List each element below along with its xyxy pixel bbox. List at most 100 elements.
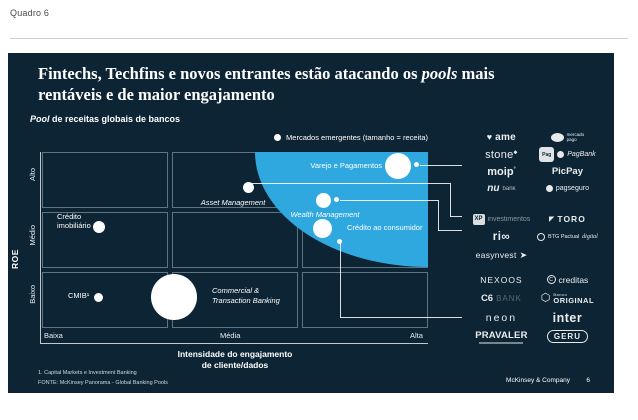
logo-creditas-text: creditas — [558, 274, 589, 285]
connector-asset — [251, 183, 450, 184]
logo-easynvest-text: easynvest — [475, 250, 517, 260]
logo-inter-text: inter — [552, 310, 583, 325]
x-tick-media: Média — [220, 331, 241, 340]
subtitle-rest: de receitas globais de bancos — [49, 114, 181, 124]
logo-nexoos-text: NEXOOS — [480, 274, 523, 285]
connector-consumidor — [340, 317, 462, 318]
logo-xp-text: investimentos — [487, 215, 531, 223]
bubble-commercial-transaction — [151, 274, 197, 320]
label-varejo-pagamentos: Varejo e Pagamentos — [310, 161, 382, 170]
x-tick-alta: Alta — [410, 331, 423, 340]
logo-pravaler-text: PRAVALER — [475, 329, 528, 341]
label-credito-consumidor: Crédito ao consumidor — [347, 223, 423, 232]
handshake-icon — [550, 133, 564, 142]
logo-inter: inter — [533, 308, 602, 327]
x-tick-baixa: Baixa — [44, 331, 63, 340]
connector-wealth — [340, 200, 438, 201]
x-axis-title: Intensidade do engajamento de cliente/da… — [42, 349, 428, 372]
source-line: FONTE: McKinsey Panorama - Global Bankin… — [38, 380, 168, 386]
logo-geru: GERU — [533, 327, 602, 346]
logo-row: neon inter — [470, 308, 602, 327]
figure-kicker: Quadro 6 — [10, 8, 50, 18]
logo-stone-text: stone◆ — [485, 148, 518, 161]
y-axis-title: ROE — [10, 249, 20, 269]
chart-subtitle: Pool de receitas globais de bancos — [30, 114, 180, 124]
logo-btg-text: BTG Pactual — [547, 234, 580, 240]
label-commercial-line2: Transaction Banking — [212, 296, 280, 305]
logo-toro-text: TORO — [557, 214, 586, 224]
pagseguro-circle-icon — [545, 185, 553, 192]
y-tick-baixo: Baixo — [28, 285, 37, 304]
x-axis-title-line1: Intensidade do engajamento — [177, 349, 293, 359]
logo-ame: ♥ame — [470, 129, 533, 146]
logo-geru-text: GERU — [546, 330, 588, 343]
connector-dot-varejo — [414, 162, 419, 167]
label-asset-management: Asset Management — [200, 198, 266, 207]
connector-dot-consumidor — [337, 239, 342, 244]
logo-rico: ri∞ — [470, 228, 533, 246]
y-tick-alto: Alto — [28, 168, 37, 181]
logo-c6-text: C6 — [480, 293, 494, 304]
chart-legend: Mercados emergentes (tamanho = receita) — [180, 133, 428, 142]
title-italic: pools — [421, 64, 458, 83]
pagbank-circle-icon — [557, 151, 565, 158]
bubble-cmib — [94, 293, 103, 302]
logo-row: moip° PicPay — [470, 163, 602, 180]
divider-line — [10, 38, 628, 39]
y-tick-medio: Médio — [28, 225, 37, 246]
legend-label: Mercados emergentes (tamanho = receita) — [286, 133, 428, 142]
logo-easynvest: easynvest➤ — [470, 246, 533, 264]
logo-c6-bank-text: BANK — [496, 294, 522, 303]
footnote: 1. Capital Markets e Investment Banking — [38, 370, 137, 376]
grid-cell — [42, 152, 168, 208]
grid-cell — [42, 212, 168, 268]
creditas-circle-icon: C — [546, 275, 556, 284]
label-credito-imobiliario: Crédito imobiliário — [57, 212, 91, 230]
logo-row: PRAVALER GERU — [470, 327, 602, 346]
logo-pagseguro-text: pagseguro — [555, 185, 589, 192]
bubble-asset-management — [243, 182, 254, 193]
logo-moip-text: moip° — [487, 165, 516, 178]
logo-moip: moip° — [470, 163, 533, 180]
logo-pravaler: PRAVALER — [470, 327, 533, 346]
btg-circle-icon — [536, 233, 545, 241]
logo-neon-text: neon — [485, 311, 518, 324]
logo-pagseguro: pagseguro — [533, 180, 602, 197]
logo-rico-text: ri∞ — [492, 231, 511, 243]
x-axis-line — [40, 343, 428, 344]
legend-bubble-icon — [274, 134, 282, 141]
logo-picpay: PicPay — [533, 163, 602, 180]
title-text: Fintechs, Techfins e novos entrantes est… — [38, 64, 422, 83]
subtitle-italic: Pool — [30, 114, 50, 124]
bubble-credito-consumidor — [313, 219, 332, 238]
logo-spacer — [533, 246, 602, 264]
logo-ame-text: ame — [495, 132, 517, 143]
label-cmib: CMIB¹ — [68, 291, 90, 300]
logo-nubank-text: bank — [502, 185, 516, 192]
mckinsey-brand: McKinsey & Company — [506, 377, 570, 384]
bubble-credito-imobiliario — [93, 221, 105, 233]
page-number: 6 — [586, 377, 590, 384]
grid-cell — [302, 272, 428, 328]
connector-asset — [450, 183, 451, 217]
bubble-varejo-pagamentos — [385, 153, 411, 179]
connector-dot-wealth — [334, 197, 339, 202]
y-axis-line — [40, 152, 41, 343]
title-text-end: mais rentáveis e de maior engajamento — [38, 64, 495, 105]
